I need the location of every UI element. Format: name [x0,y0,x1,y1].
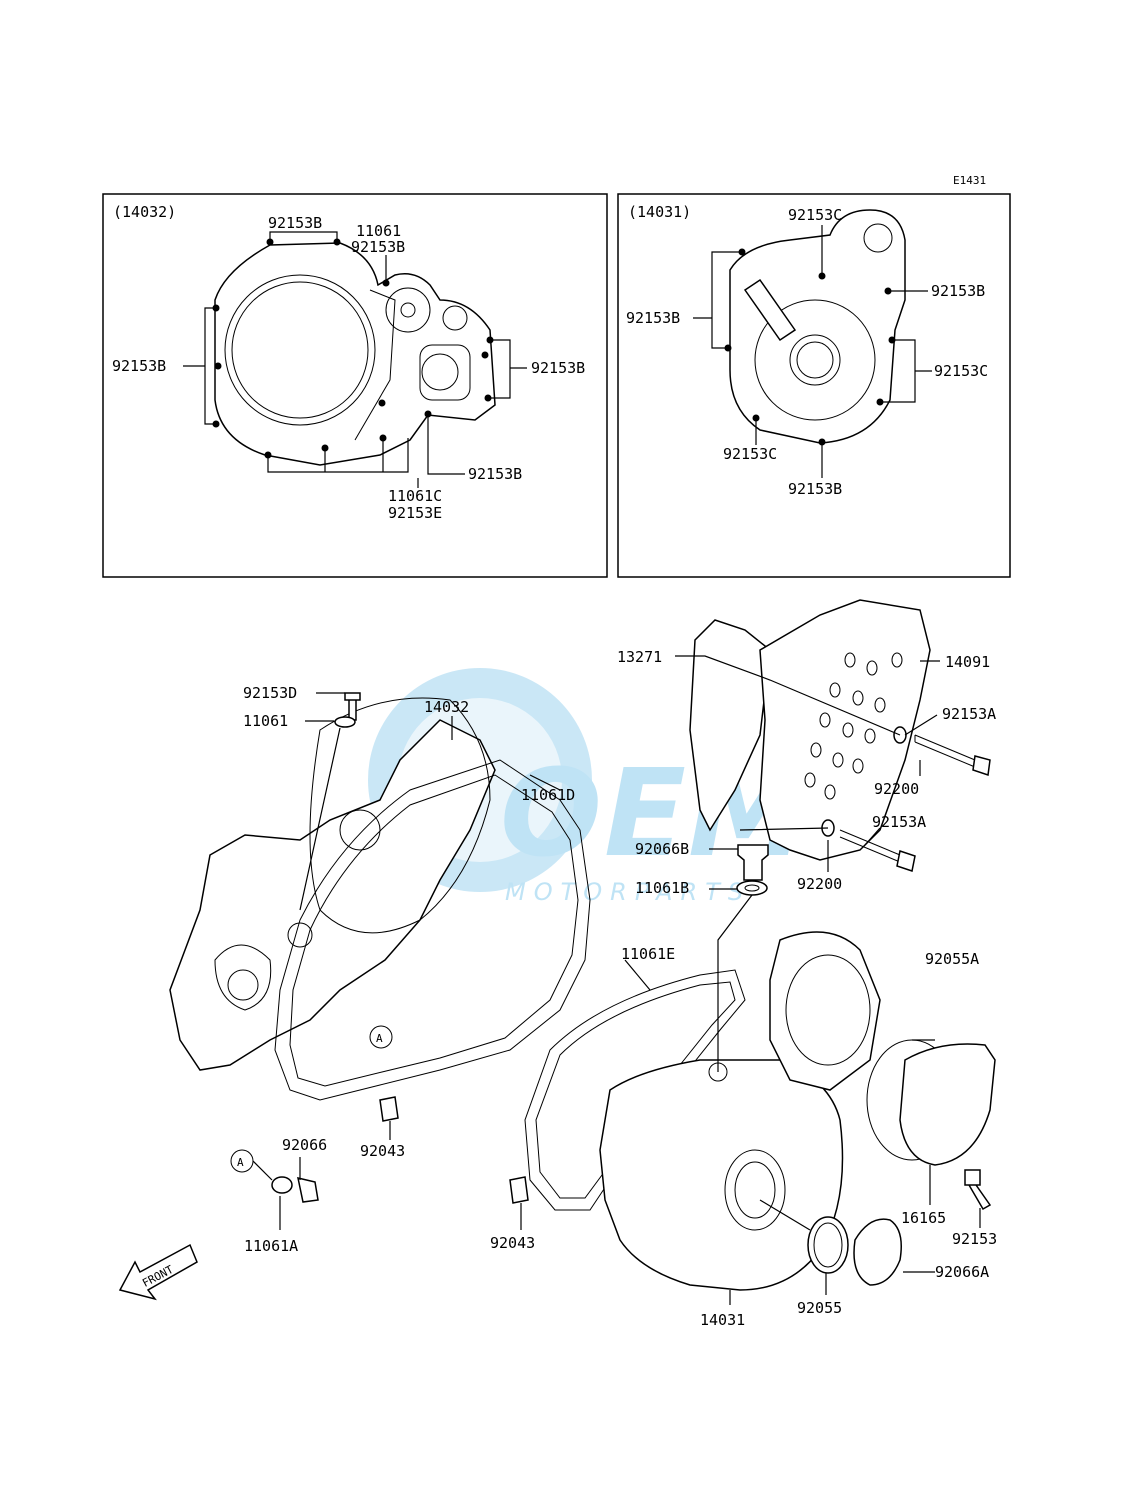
label-92153b: 92153B [931,282,985,300]
inset-title: (14031) [628,203,691,221]
inset-frame [102,193,608,578]
label-92066a: 92066A [935,1263,989,1281]
label-92153b: 92153B [268,214,322,232]
label-92153e: 92153E [388,504,442,522]
label-92153: 92153 [952,1230,997,1248]
label-11061a: 11061A [244,1237,298,1255]
inset-14031: (14031) 92153C 92153B 92153B 92153C 9215… [617,193,1011,578]
generator-cover-boss [724,1149,786,1231]
reference-mark-a: A [230,1149,254,1173]
label-14091: 14091 [945,653,990,671]
reference-mark-a: A [369,1025,393,1049]
inset-frame [617,193,1011,578]
label-92153a: 92153A [942,705,996,723]
dowel-92043 [509,1176,529,1204]
label-92043: 92043 [360,1142,405,1160]
label-92153b: 92153B [112,357,166,375]
generator-hub-inner [796,341,834,379]
clutch-cover-outline [214,242,496,466]
label-92153b: 92153B [351,238,405,256]
gasket-11061e [524,969,746,1211]
svg-text:A: A [237,1156,244,1169]
label-11061: 11061 [356,222,401,240]
cover-16165 [899,1043,996,1166]
label-92200: 92200 [874,780,919,798]
pump-housing [385,287,431,333]
gasket-11061d [274,759,591,1101]
rib [354,289,396,441]
inset-14032: (14032) 92153B 11061 92153B 92 [102,193,608,578]
label-14032: 14032 [424,698,469,716]
label-14031: 14031 [700,1311,745,1329]
label-92055: 92055 [797,1299,842,1317]
diagram-code: E1431 [953,174,986,187]
label-11061b: 11061B [635,879,689,897]
label-92066: 92066 [282,1136,327,1154]
plug-92066a [853,1218,902,1286]
front-arrow: FRONT [118,1243,198,1301]
bolt-92153d [344,692,361,721]
plug-92066b [737,844,769,881]
label-11061e: 11061E [621,945,675,963]
cover-hub [339,809,381,851]
port-circle [442,305,468,331]
label-11061c: 11061C [388,487,442,505]
clutch-cover-inner [231,281,369,419]
dowel-92043 [379,1096,399,1122]
main-exploded-view: A A FRONT [118,599,997,1329]
label-11061: 11061 [243,712,288,730]
label-92153b: 92153B [788,480,842,498]
label-92153a: 92153A [872,813,926,831]
generator-hub [789,334,841,386]
label-92043: 92043 [490,1234,535,1252]
bolt-92153 [964,1169,992,1211]
filter-circle [421,353,459,391]
label-92066b: 92066B [635,840,689,858]
generator-cover-circle [754,299,876,421]
label-92200: 92200 [797,875,842,893]
crankcase [169,719,496,1071]
label-92153c: 92153C [934,362,988,380]
label-92153b: 92153B [531,359,585,377]
bolt-92153a [914,734,976,768]
svg-text:A: A [376,1032,383,1045]
label-92153c: 92153C [788,206,842,224]
starter-boss [863,223,893,253]
label-13271: 13271 [617,648,662,666]
generator-cover-14031 [599,1059,844,1291]
watermark-sub: MOTORPARTS [505,878,751,906]
label-92153d: 92153D [243,684,297,702]
inset-title: (14032) [113,203,176,221]
label-16165: 16165 [901,1209,946,1227]
filter-cover [419,344,471,401]
label-92153b: 92153B [626,309,680,327]
cover-14091 [759,599,931,861]
cover-holes [804,652,903,800]
bolt-92153a [839,829,901,863]
label-92153c: 92153C [723,445,777,463]
clutch-cover-14032 [309,697,491,934]
washer-11061b [736,880,768,896]
breather-arm [743,278,797,342]
o-ring-92055 [807,1216,849,1274]
label-92055a: 92055A [925,950,979,968]
plug-92066 [297,1177,319,1203]
crankcase-port [214,944,272,1011]
washer-11061a [271,1176,293,1194]
generator-cover-outline [729,209,906,444]
label-11061d: 11061D [521,786,575,804]
pump-shaft [400,302,416,318]
washer-11061 [334,716,356,728]
clutch-cover-circle [224,274,376,426]
label-92153b: 92153B [468,465,522,483]
